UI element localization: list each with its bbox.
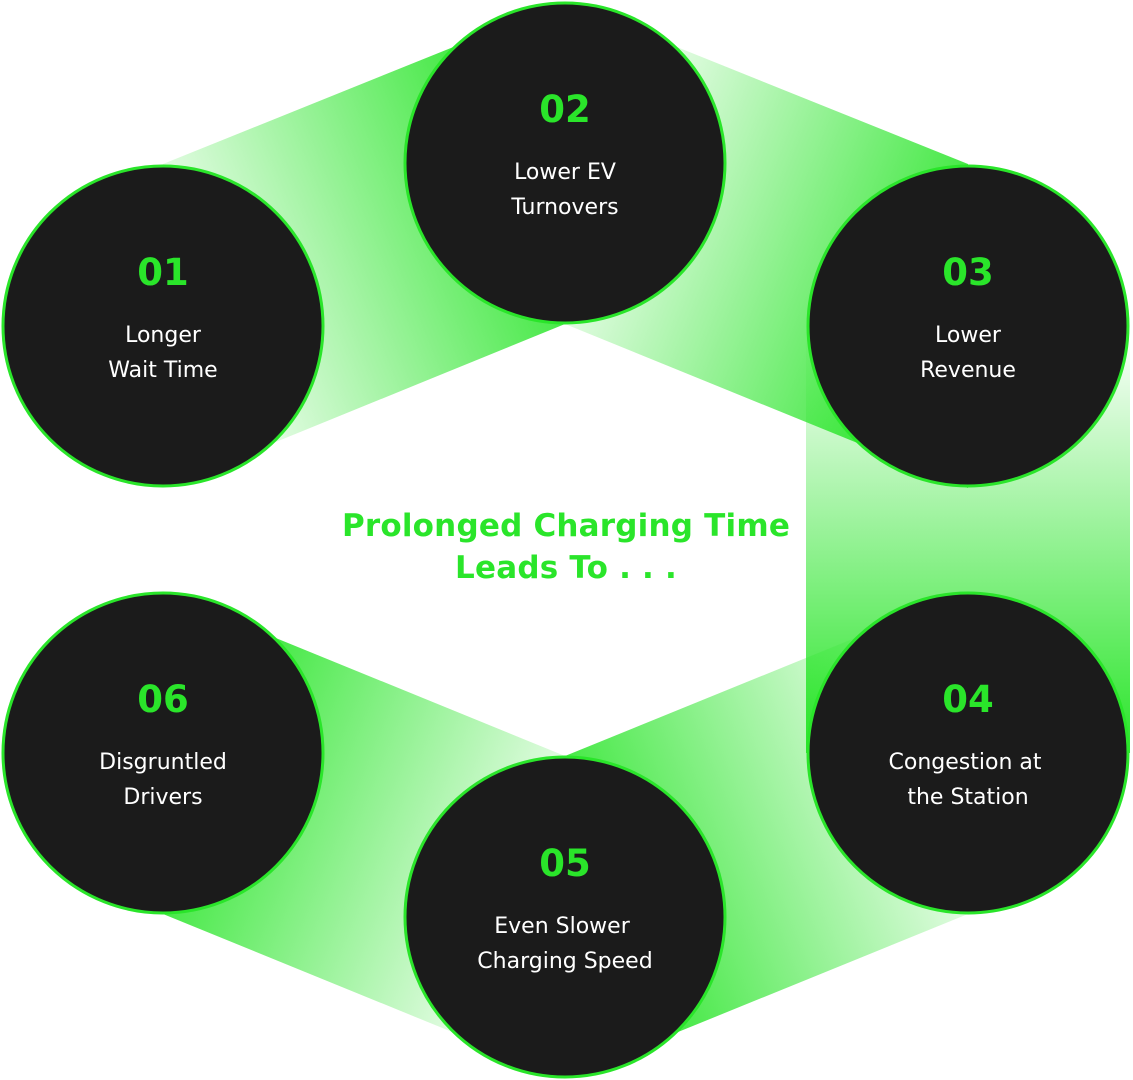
node-label-line1: Congestion at (889, 750, 1042, 775)
node-number: 06 (137, 678, 189, 721)
node-label-line2: Wait Time (108, 358, 217, 383)
diagram-title-line2: Leads To . . . (455, 550, 677, 586)
node-label-line2: Turnovers (510, 195, 618, 220)
node-circle (403, 755, 727, 1079)
node-circle (806, 591, 1130, 915)
diagram-title-line1: Prolonged Charging Time (341, 508, 791, 544)
node-04: 04 Congestion at the Station (806, 591, 1130, 915)
node-number: 02 (539, 88, 591, 131)
node-label-line1: Even Slower (494, 914, 630, 939)
node-label-line1: Longer (125, 323, 202, 348)
node-circle (1, 164, 325, 488)
node-number: 04 (942, 678, 994, 721)
diagram-title: Prolonged Charging Time Leads To . . . (266, 505, 866, 589)
node-label-line1: Lower EV (514, 160, 616, 185)
node-number: 05 (539, 842, 591, 885)
node-06: 06 Disgruntled Drivers (1, 591, 325, 915)
node-number: 03 (942, 251, 994, 294)
node-02: 02 Lower EV Turnovers (403, 1, 727, 325)
node-05: 05 Even Slower Charging Speed (403, 755, 727, 1079)
node-circle (806, 164, 1130, 488)
node-circle (403, 1, 727, 325)
node-label-line2: Charging Speed (477, 949, 652, 974)
node-label-line2: the Station (907, 785, 1028, 810)
node-label-line1: Disgruntled (99, 750, 227, 775)
node-03: 03 Lower Revenue (806, 164, 1130, 488)
node-number: 01 (137, 251, 189, 294)
node-label-line2: Revenue (920, 358, 1016, 383)
node-circle (1, 591, 325, 915)
node-label-line1: Lower (935, 323, 1002, 348)
node-label-line2: Drivers (123, 785, 202, 810)
node-01: 01 Longer Wait Time (1, 164, 325, 488)
